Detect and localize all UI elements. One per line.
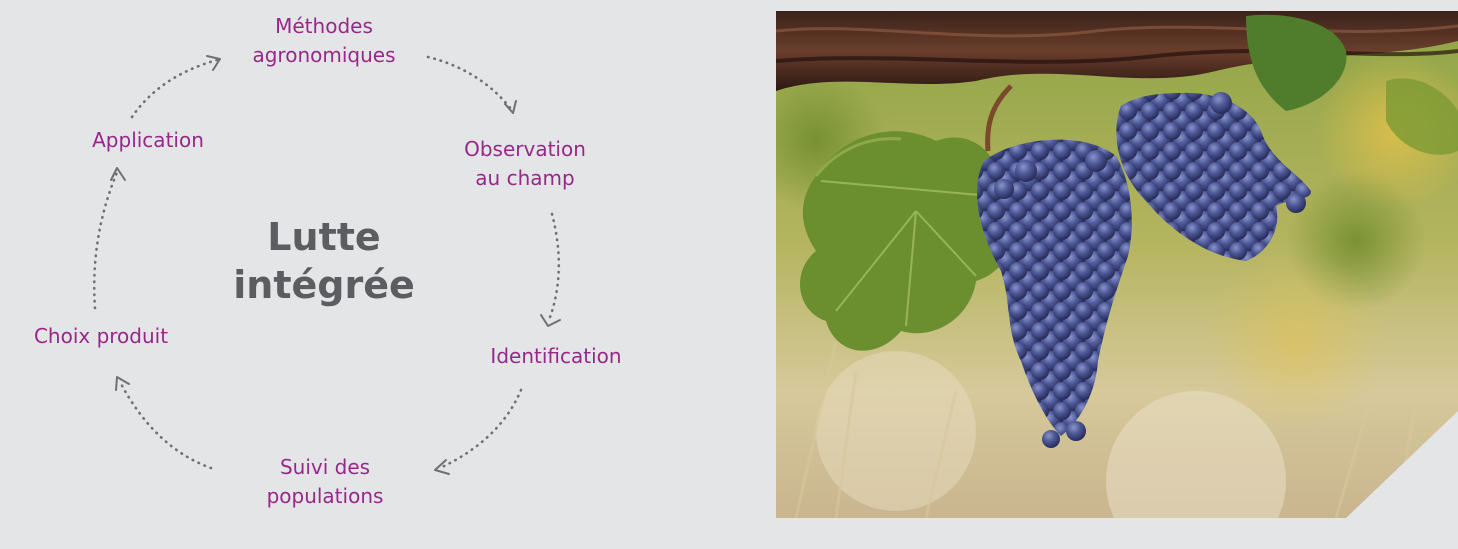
step-label-line: Observation	[464, 137, 586, 161]
cycle-center-title: Lutte intégrée	[233, 213, 415, 309]
step-label-line: au champ	[475, 166, 575, 190]
step-choix-produit: Choix produit	[34, 322, 168, 351]
step-label-line: Choix produit	[33, 324, 169, 348]
arrowhead-application	[110, 167, 126, 181]
step-identification: Identification	[490, 342, 621, 371]
integrated-pest-management-cycle: Lutte intégrée Méthodes agronomiques Obs…	[34, 12, 622, 511]
center-title-line-1: Lutte	[267, 215, 381, 259]
step-label-line: populations	[266, 484, 384, 508]
arrow-application-to-methodes	[130, 58, 219, 119]
step-label-line: Suivi des	[279, 455, 371, 479]
arrow-suivi-to-choix	[118, 380, 213, 470]
arrowhead-suivi	[434, 459, 450, 475]
center-title-line-2: intégrée	[233, 263, 415, 307]
step-suivi-des-populations: Suivi des populations	[267, 453, 384, 511]
arrowhead-identification	[540, 314, 561, 327]
arrowhead-observation	[504, 100, 517, 114]
arrow-choix-to-application	[92, 168, 120, 310]
arrow-observation-to-identification	[547, 212, 561, 322]
grape-bunch-illustration	[776, 11, 1458, 518]
step-label-line: agronomiques	[252, 43, 396, 67]
step-label-line: Méthodes	[275, 14, 373, 38]
step-observation-au-champ: Observation au champ	[464, 135, 586, 193]
step-application: Application	[92, 126, 204, 155]
arrowhead-methodes	[206, 55, 221, 71]
arrow-identification-to-suivi	[438, 388, 523, 470]
step-label-line: Identification	[490, 344, 622, 368]
arrowhead-choix	[115, 376, 130, 391]
vineyard-grapes-photo	[776, 11, 1458, 518]
cycle-arrows	[92, 55, 561, 475]
step-label-line: Application	[92, 128, 204, 152]
arrow-methodes-to-observation	[426, 55, 513, 111]
step-methodes-agronomiques: Méthodes agronomiques	[252, 12, 395, 70]
